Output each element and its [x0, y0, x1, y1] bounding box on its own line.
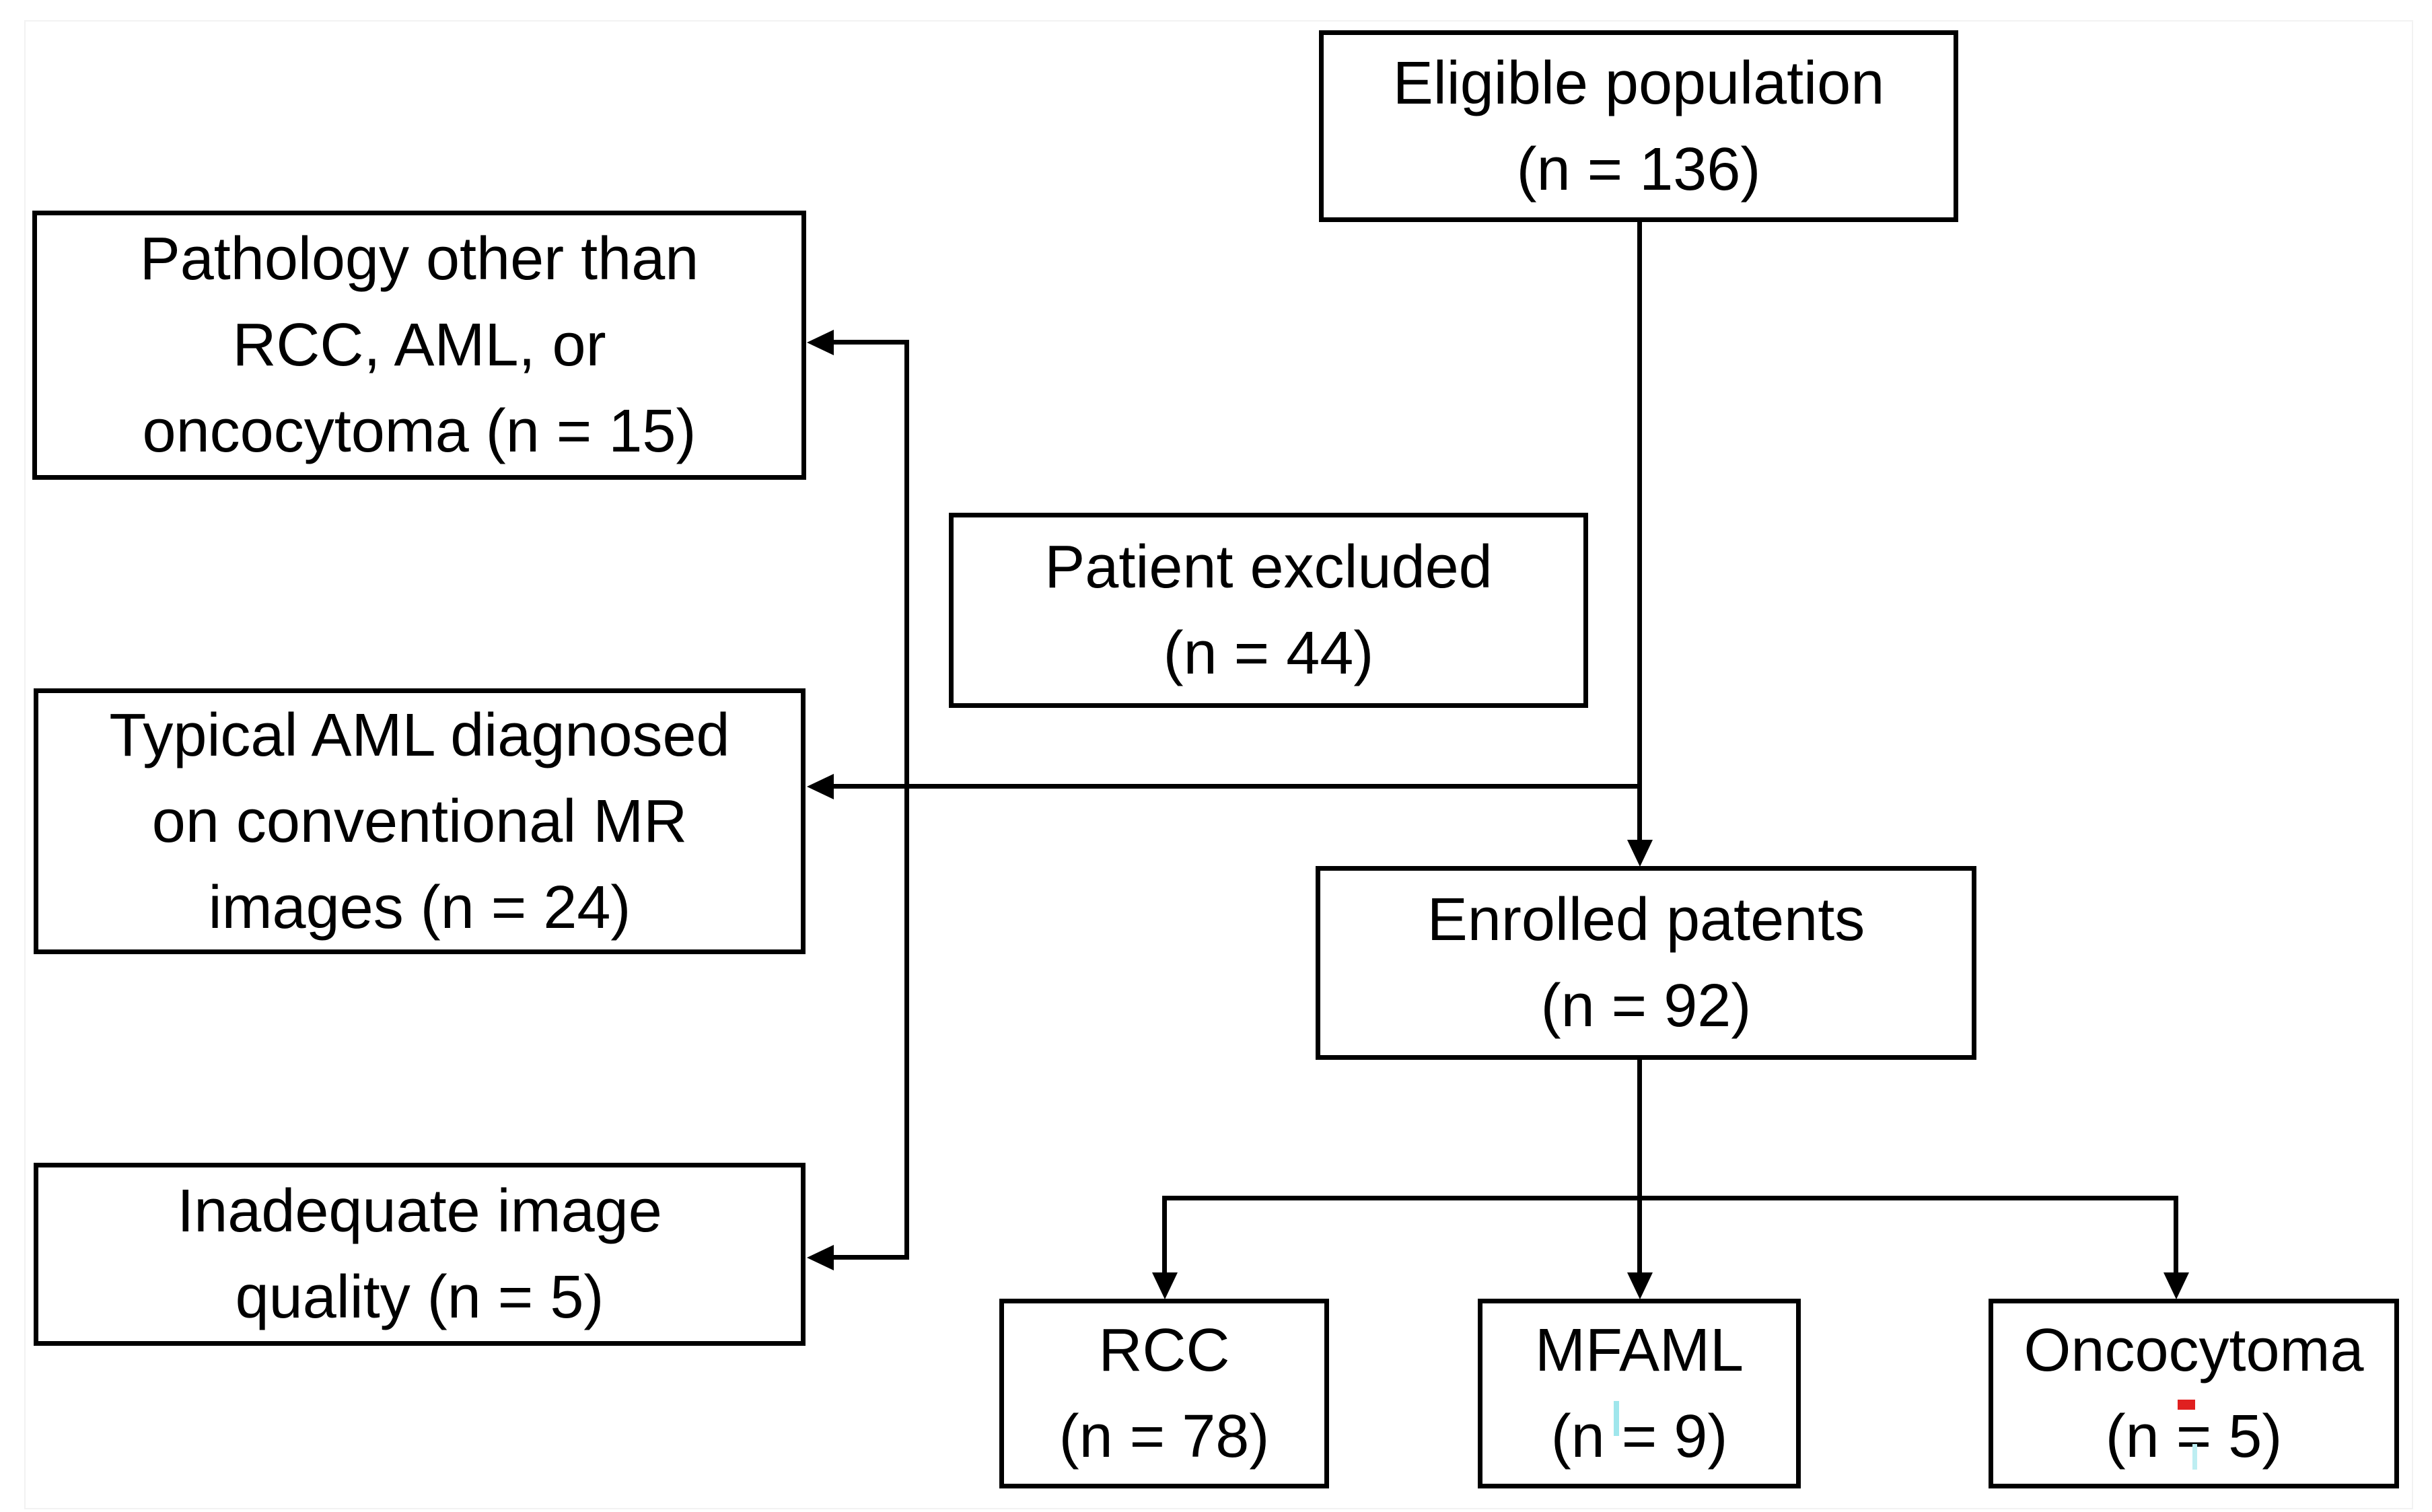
node-pathology-other-than: Pathology other than RCC, AML, or oncocy…	[32, 211, 806, 480]
node-typical-aml: Typical AML diagnosed on conventional MR…	[34, 688, 806, 954]
connector-eligible-to-enrolled	[1637, 222, 1642, 842]
node-text-line: Oncocytoma	[2024, 1317, 2364, 1384]
node-count-line: (n = 9)	[1550, 1403, 1728, 1470]
node-count-line: (n = 78)	[1059, 1403, 1270, 1470]
connector-exclusion-spine	[904, 340, 909, 1260]
node-count-line: quality (n = 5)	[235, 1264, 604, 1331]
arrowhead-left-inadequate-icon	[807, 1245, 834, 1270]
node-text-line: MFAML	[1534, 1317, 1744, 1384]
connector-enrolled-to-branch	[1637, 1060, 1642, 1200]
node-eligible-population: Eligible population (n = 136)	[1319, 30, 1958, 222]
node-rcc: RCC (n = 78)	[999, 1299, 1329, 1488]
arrowhead-down-mfaml-icon	[1627, 1272, 1653, 1299]
connector-into-pathology-box	[832, 340, 909, 345]
node-count-line: oncocytoma (n = 15)	[142, 398, 696, 465]
node-mfaml: MFAML (n = 9)	[1478, 1299, 1801, 1488]
node-text-line: Patient excluded	[1044, 534, 1493, 601]
node-patient-excluded: Patient excluded (n = 44)	[949, 513, 1588, 708]
node-text-line: Enrolled patents	[1427, 886, 1865, 953]
arrowhead-down-rcc-icon	[1152, 1272, 1178, 1299]
arrowhead-down-oncocytoma-icon	[2163, 1272, 2189, 1299]
node-text-line: Eligible population	[1392, 49, 1885, 117]
arrowhead-left-pathology-icon	[807, 330, 834, 355]
node-text-line: Pathology other than	[139, 225, 699, 293]
node-text-line: Inadequate image	[177, 1178, 662, 1245]
node-count-line: images (n = 24)	[208, 873, 631, 941]
node-count-line: (n = 5)	[2105, 1403, 2283, 1470]
connector-drop-mfaml	[1637, 1196, 1642, 1274]
connector-drop-rcc	[1162, 1196, 1167, 1274]
connector-into-inadequate-box	[832, 1255, 909, 1260]
node-count-line: (n = 92)	[1540, 972, 1752, 1040]
node-enrolled-patients: Enrolled patents (n = 92)	[1316, 866, 1976, 1060]
node-inadequate-image-quality: Inadequate image quality (n = 5)	[34, 1163, 806, 1346]
arrowhead-left-typical-aml-icon	[807, 774, 834, 799]
connector-branch-rail	[1162, 1196, 2178, 1200]
node-oncocytoma: Oncocytoma (n = 5)	[1989, 1299, 2399, 1488]
connector-trunk-to-exclusions	[832, 784, 1642, 789]
node-text-line: RCC, AML, or	[232, 312, 606, 379]
node-text-line: Typical AML diagnosed	[109, 701, 730, 769]
connector-drop-oncocytoma	[2174, 1196, 2178, 1274]
node-count-line: (n = 44)	[1163, 620, 1374, 687]
arrowhead-down-enrolled-icon	[1627, 840, 1653, 867]
node-text-line: on conventional MR	[151, 787, 688, 855]
node-count-line: (n = 136)	[1516, 135, 1761, 203]
node-text-line: RCC	[1098, 1317, 1230, 1384]
